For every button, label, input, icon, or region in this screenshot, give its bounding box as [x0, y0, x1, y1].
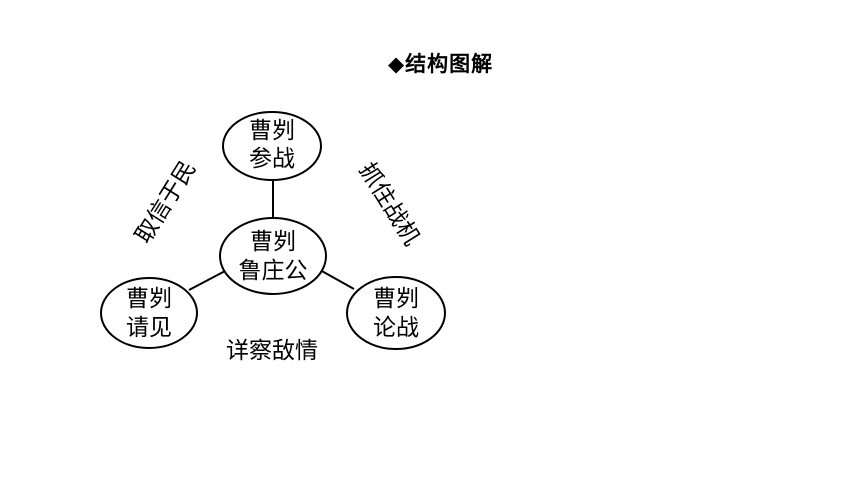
node-right-line1: 曹刿 — [373, 286, 419, 312]
page-title: ◆结构图解 — [388, 52, 494, 76]
edge-label-top-right: 抓住战机 — [354, 158, 425, 250]
connector-left — [188, 269, 228, 291]
node-center-line1: 曹刿 — [250, 229, 296, 255]
node-top-line2: 参战 — [249, 146, 295, 172]
node-center: 曹刿 鲁庄公 — [219, 217, 327, 295]
node-left-line1: 曹刿 — [126, 286, 172, 312]
node-left: 曹刿 请见 — [100, 277, 198, 349]
node-left-line2: 请见 — [126, 315, 172, 341]
edge-label-left-top: 取信于民 — [131, 156, 202, 248]
node-top-line1: 曹刿 — [249, 118, 295, 144]
node-right: 曹刿 论战 — [346, 276, 446, 350]
node-top: 曹刿 参战 — [222, 111, 322, 181]
node-center-line2: 鲁庄公 — [239, 258, 308, 284]
connector-right — [319, 269, 355, 290]
node-right-line2: 论战 — [373, 315, 419, 341]
edge-label-bottom: 详察敌情 — [226, 338, 318, 364]
